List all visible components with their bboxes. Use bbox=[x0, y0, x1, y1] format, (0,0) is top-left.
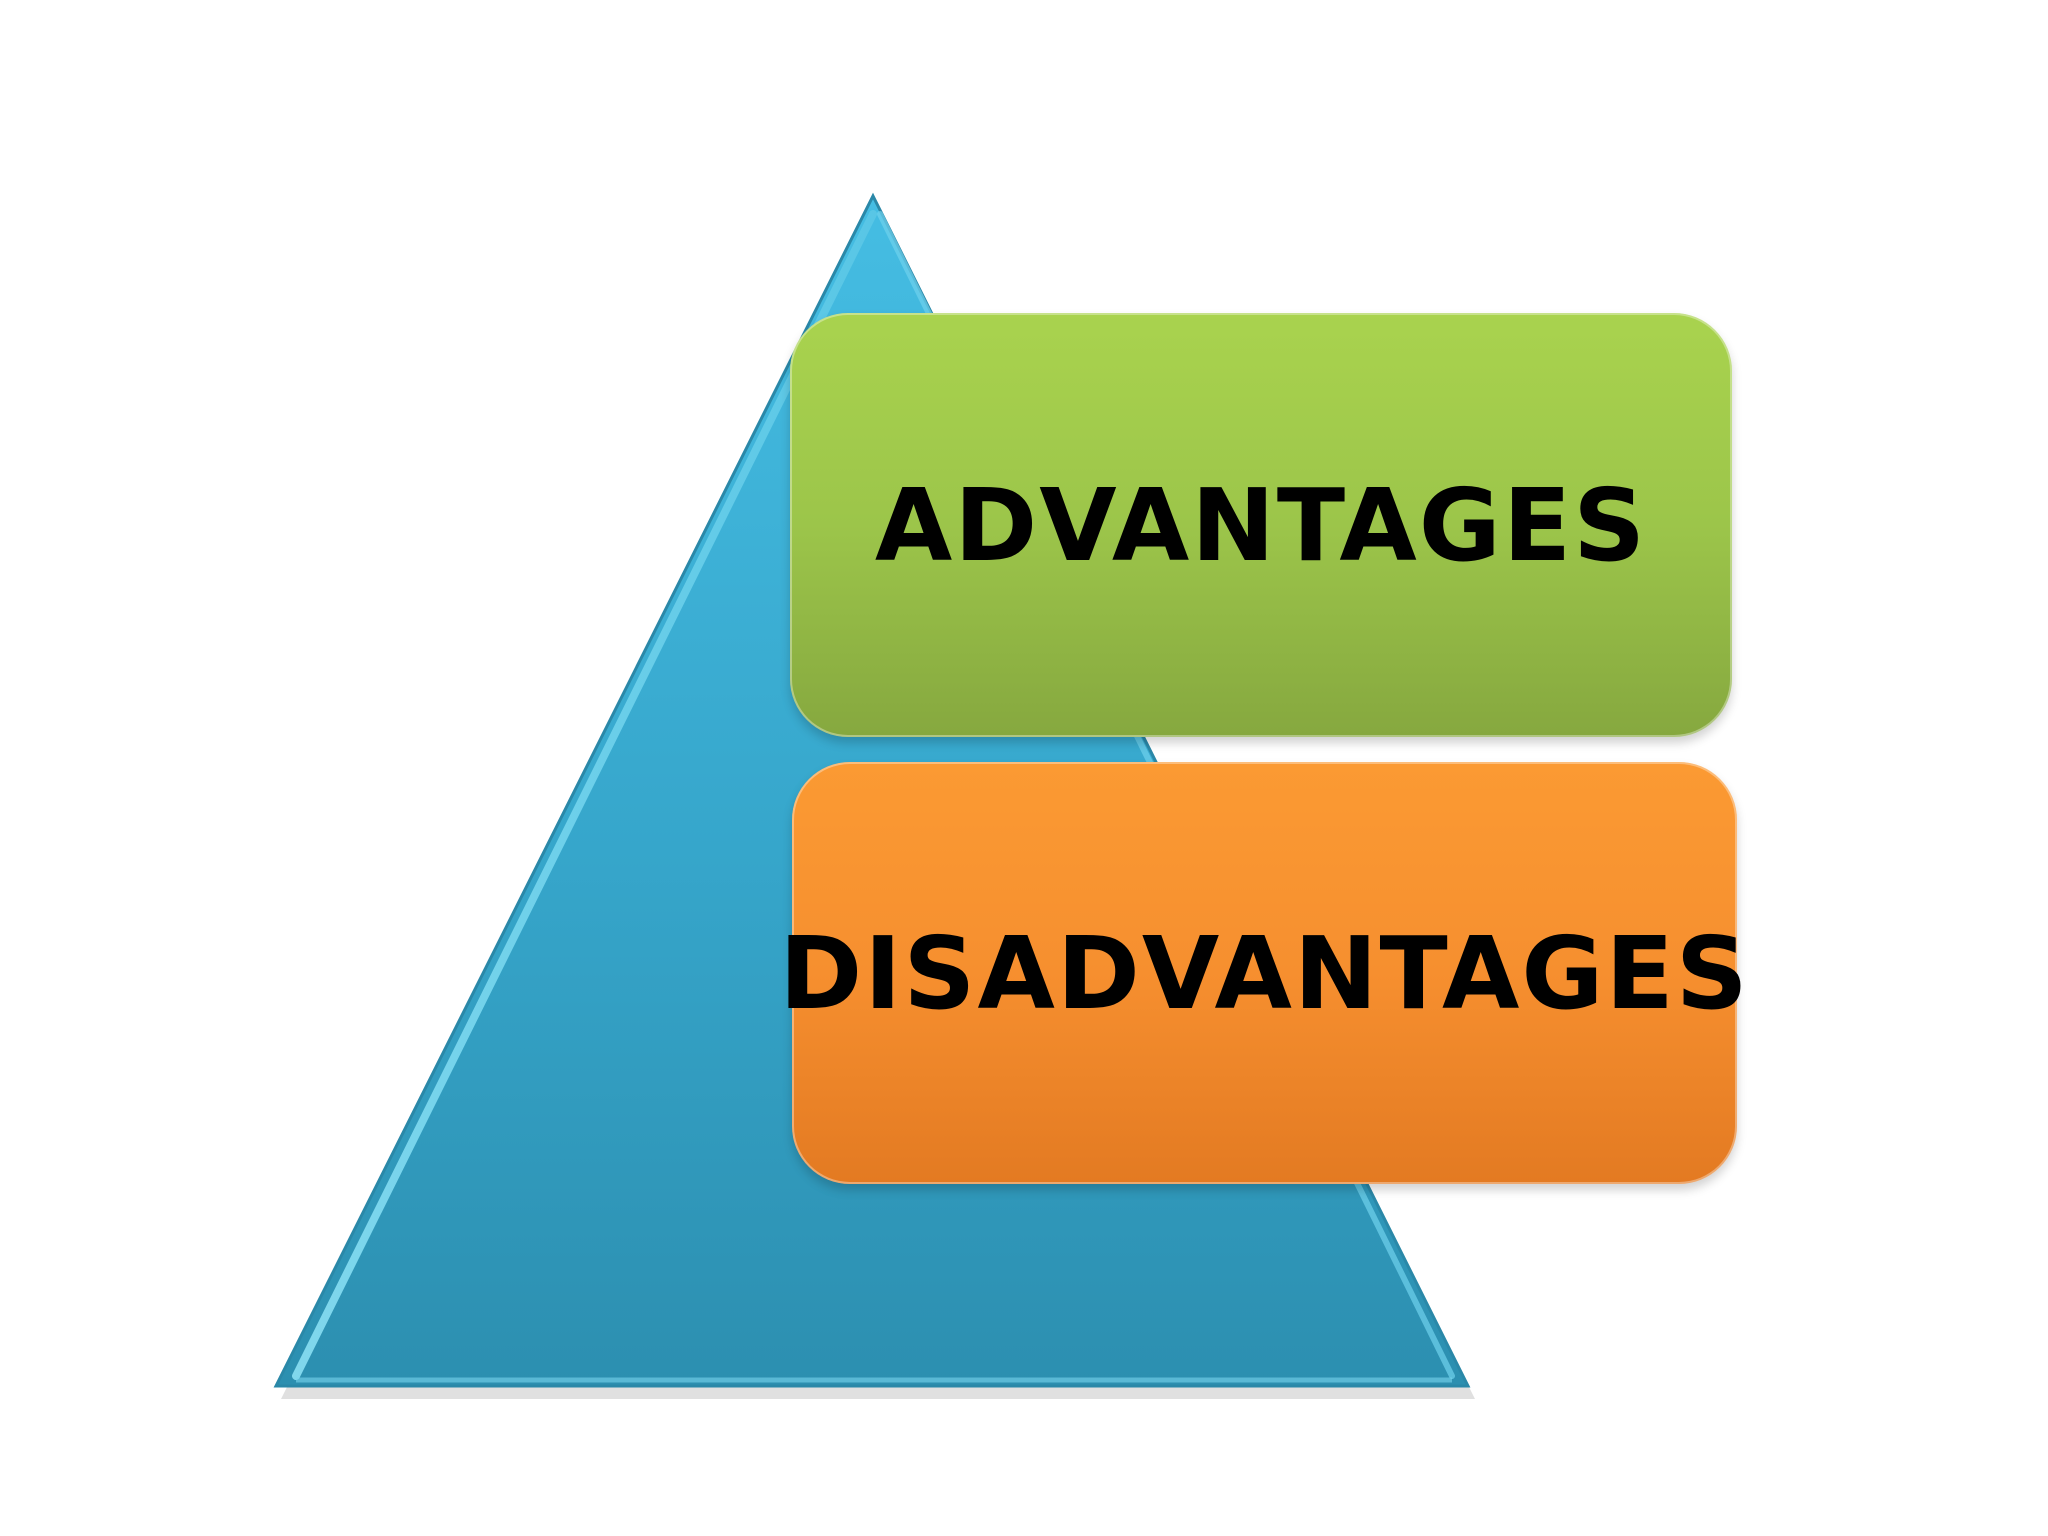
disadvantages-box: DISADVANTAGES bbox=[779, 762, 1748, 1184]
advantages-label: ADVANTAGES bbox=[874, 466, 1648, 584]
advantages-box: ADVANTAGES bbox=[790, 313, 1732, 737]
disadvantages-label: DISADVANTAGES bbox=[779, 914, 1750, 1032]
